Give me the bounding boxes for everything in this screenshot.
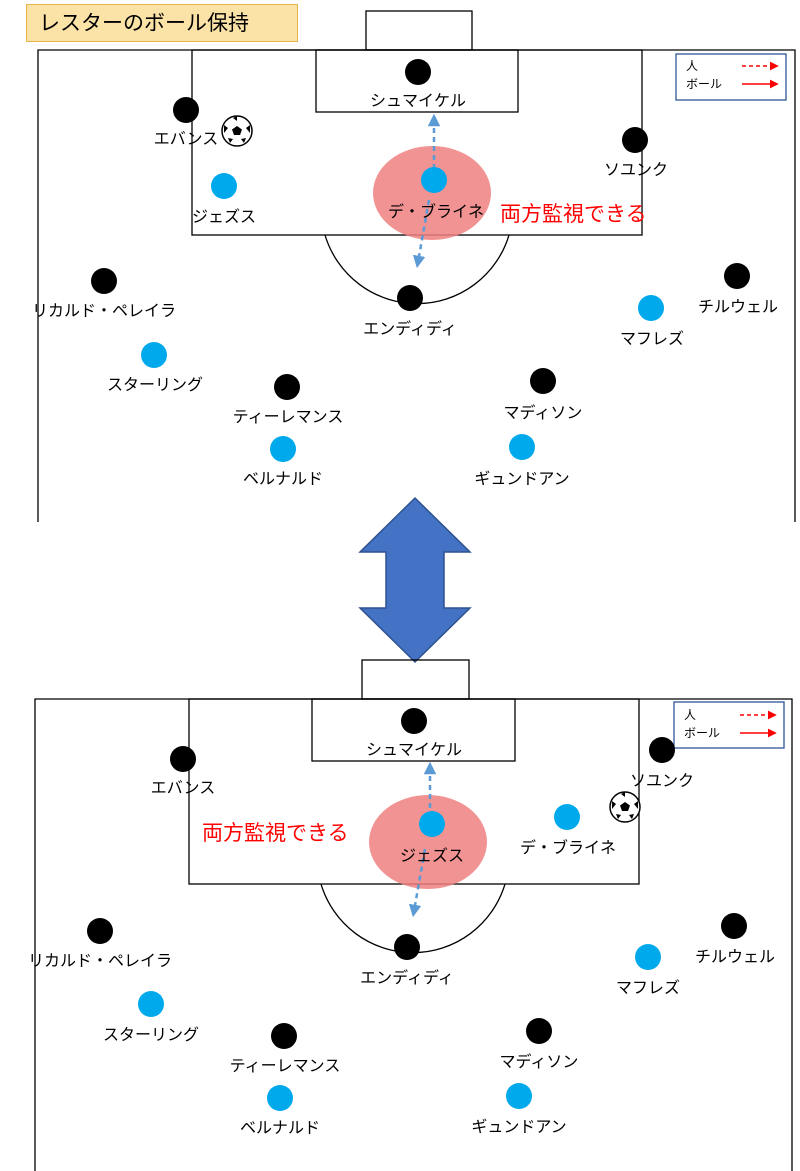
callout-text: 両方監視できる	[500, 202, 647, 226]
player-marker	[401, 708, 427, 734]
player-label: シュマイケル	[366, 740, 462, 759]
player-marker	[274, 374, 300, 400]
player-label: ティーレマンス	[230, 1056, 341, 1075]
player-label: デ・ブライネ	[520, 838, 616, 857]
pitch-outline	[34, 698, 793, 1171]
legend-person-label: 人	[686, 59, 698, 73]
player-label: エンディディ	[363, 319, 457, 338]
callout-text: 両方監視できる	[202, 821, 349, 845]
dash-arrow-down	[412, 199, 431, 269]
highlight-zone	[373, 146, 491, 240]
legend-box	[673, 701, 785, 749]
player-marker	[526, 1018, 552, 1044]
player-marker	[721, 913, 747, 939]
player-marker	[421, 167, 447, 193]
legend-ball-label: ボール	[684, 726, 720, 740]
player-marker	[530, 368, 556, 394]
player-marker	[419, 811, 445, 837]
goal-box	[315, 49, 519, 113]
player-label: シュマイケル	[370, 91, 466, 110]
player-marker	[649, 737, 675, 763]
legend-person-label: 人	[684, 708, 696, 722]
player-label: ベルナルド	[240, 1118, 320, 1137]
player-marker	[394, 934, 420, 960]
player-label: エバンス	[151, 778, 215, 797]
player-marker	[170, 746, 196, 772]
player-marker	[506, 1083, 532, 1109]
player-label: ティーレマンス	[233, 407, 344, 426]
ball-icon	[609, 791, 641, 823]
player-label: ベルナルド	[243, 469, 323, 488]
player-marker	[554, 804, 580, 830]
diagram-top: 人 ボール シュマイケル エバンス ソユンク リカルド・ペレイラ エンディディ …	[32, 10, 796, 522]
legend-box	[675, 53, 787, 101]
player-marker	[267, 1085, 293, 1111]
double-arrow-icon	[358, 496, 472, 664]
ball-icon	[221, 115, 253, 147]
player-marker	[724, 263, 750, 289]
player-label: リカルド・ペレイラ	[32, 301, 176, 320]
city-players: ジェズス デ・ブライネ マフレズ スターリング ベルナルド ギュンドアン	[103, 804, 680, 1137]
goal	[365, 10, 473, 51]
highlight-zone	[369, 795, 487, 889]
player-label: マフレズ	[616, 978, 680, 997]
player-label: ジェズス	[400, 846, 464, 865]
leicester-players: シュマイケル エバンス ソユンク リカルド・ペレイラ エンディディ チルウェル …	[32, 59, 778, 426]
goal	[361, 659, 470, 700]
player-marker	[270, 436, 296, 462]
player-marker	[635, 944, 661, 970]
player-label: エンディディ	[360, 968, 454, 987]
player-label: リカルド・ペレイラ	[28, 951, 172, 970]
legend-ball-label: ボール	[686, 77, 722, 91]
page-title: レスターのボール保持	[26, 4, 298, 42]
leicester-players: シュマイケル エバンス ソユンク リカルド・ペレイラ エンディディ チルウェル …	[28, 708, 775, 1075]
goal-box	[311, 698, 516, 762]
player-marker	[141, 342, 167, 368]
player-marker	[87, 918, 113, 944]
player-label: マディソン	[500, 1052, 579, 1071]
player-label: エバンス	[154, 129, 218, 148]
player-marker	[509, 434, 535, 460]
diagram-bottom: 人 ボール シュマイケル エバンス ソユンク リカルド・ペレイラ エンディディ …	[28, 659, 793, 1171]
player-label: マフレズ	[620, 329, 684, 348]
player-label: マディソン	[504, 403, 583, 422]
player-marker	[173, 97, 199, 123]
player-label: チルウェル	[695, 947, 775, 966]
player-marker	[271, 1023, 297, 1049]
player-marker	[397, 285, 423, 311]
dash-arrow-down	[408, 848, 427, 918]
player-marker	[138, 991, 164, 1017]
player-label: スターリング	[107, 375, 203, 394]
player-marker	[622, 127, 648, 153]
player-label: チルウェル	[698, 297, 778, 316]
player-label: スターリング	[103, 1025, 199, 1044]
city-players: デ・ブライネ ジェズス マフレズ スターリング ベルナルド ギュンドアン	[107, 167, 684, 488]
player-marker	[211, 173, 237, 199]
player-label: デ・ブライネ	[388, 202, 484, 221]
player-label: ソユンク	[630, 771, 694, 790]
player-label: ソユンク	[604, 160, 668, 179]
player-label: ギュンドアン	[471, 1117, 566, 1136]
pitch-outline	[37, 49, 796, 522]
player-label: ジェズス	[192, 207, 256, 226]
player-marker	[638, 295, 664, 321]
player-label: ギュンドアン	[474, 469, 569, 488]
player-marker	[91, 268, 117, 294]
player-marker	[405, 59, 431, 85]
